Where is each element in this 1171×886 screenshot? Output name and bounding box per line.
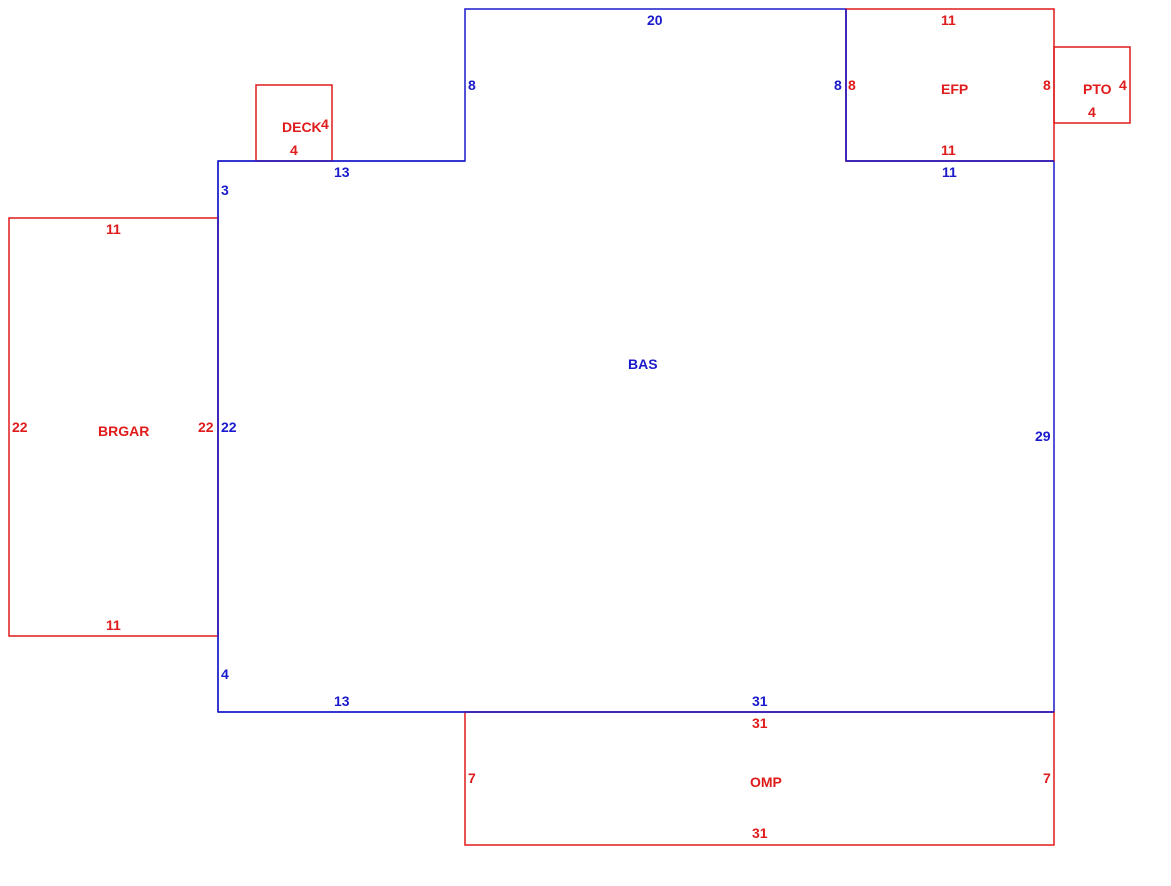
efp-dim-left: 8 — [848, 77, 856, 93]
deck-dim-right: 4 — [321, 116, 329, 132]
omp-label: OMP — [750, 774, 782, 790]
bas-dim-bottom-left: 13 — [334, 693, 350, 709]
brgar-dim-bottom: 11 — [106, 617, 121, 633]
deck-dim-bottom: 4 — [290, 142, 298, 158]
bas-dim-bottom-right: 31 — [752, 693, 768, 709]
deck-label: DECK — [282, 119, 322, 135]
pto-outline — [1053, 46, 1131, 124]
bas-dim-left-mid: 22 — [221, 419, 237, 435]
brgar-dim-top: 11 — [106, 221, 121, 237]
bas-label: BAS — [628, 356, 658, 372]
bas-dim-top-left: 13 — [334, 164, 350, 180]
bas-dim-left-upper: 3 — [221, 182, 229, 198]
pto-label: PTO — [1083, 81, 1112, 97]
omp-dim-top: 31 — [752, 715, 768, 731]
brgar-label: BRGAR — [98, 423, 149, 439]
bas-dim-left-lower: 4 — [221, 666, 229, 682]
bas-dim-top: 20 — [647, 12, 663, 28]
omp-dim-right: 7 — [1043, 770, 1051, 786]
efp-label: EFP — [941, 81, 968, 97]
bas-dim-right: 29 — [1035, 428, 1051, 444]
pto-dim-right: 4 — [1119, 77, 1127, 93]
efp-dim-right: 8 — [1043, 77, 1051, 93]
efp-dim-top: 11 — [941, 12, 956, 28]
efp-dim-bottom: 11 — [941, 142, 956, 158]
bas-dim-top-right: 11 — [942, 164, 957, 180]
omp-dim-left: 7 — [468, 770, 476, 786]
bas-dim-notch-right: 8 — [834, 77, 842, 93]
pto-dim-bottom: 4 — [1088, 104, 1096, 120]
omp-dim-bottom: 31 — [752, 825, 768, 841]
bas-dim-notch-left: 8 — [468, 77, 476, 93]
brgar-dim-right: 22 — [198, 419, 214, 435]
brgar-dim-left: 22 — [12, 419, 28, 435]
